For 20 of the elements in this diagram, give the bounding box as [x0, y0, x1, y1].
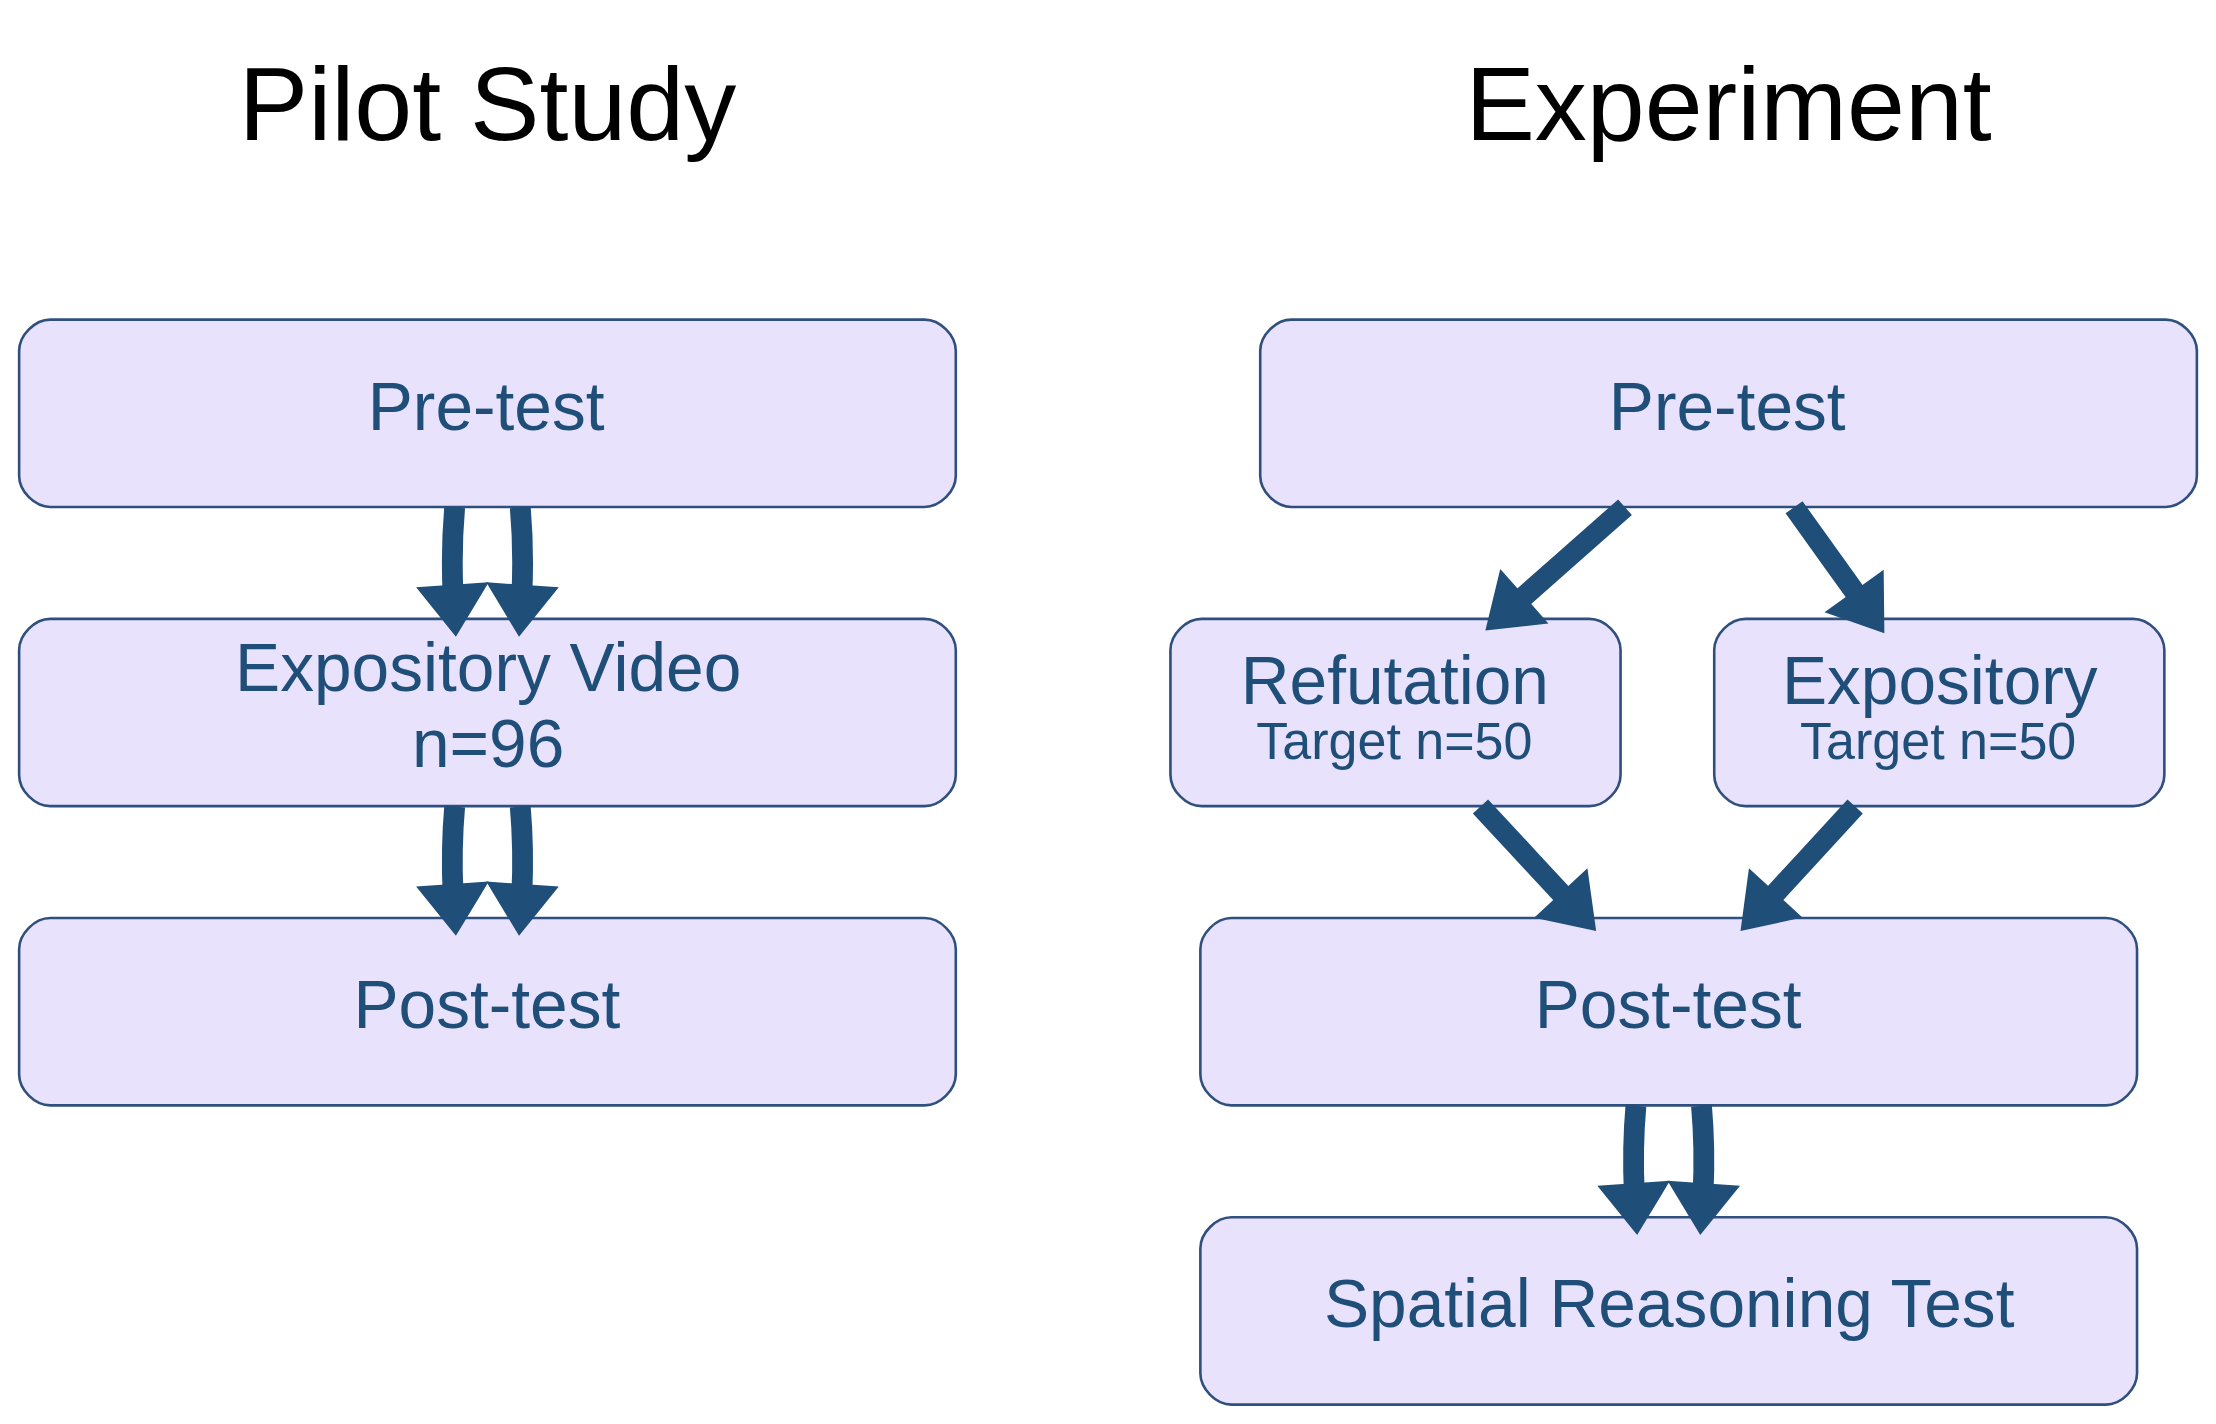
node-box: Expository Target n=50: [1712, 617, 2166, 807]
arrow: [486, 505, 559, 637]
node-box: Refutation Target n=50: [1169, 617, 1622, 807]
node-box: Expository Video n=96: [17, 617, 958, 807]
node-box: Pre-test: [1258, 317, 2199, 508]
label: Pilot Study: [238, 45, 737, 162]
arrow: [1740, 798, 1863, 931]
label: Experiment: [1465, 45, 1992, 162]
arrow: [416, 805, 489, 936]
arrow: [1472, 798, 1597, 931]
arrow: [1667, 1104, 1741, 1235]
arrow: [1785, 500, 1885, 633]
arrow: [416, 505, 489, 637]
node-box: Pre-test: [17, 317, 958, 508]
node-box: Post-test: [17, 916, 958, 1107]
node-box: Spatial Reasoning Test: [1199, 1215, 2139, 1406]
node-box: Post-test: [1199, 916, 2139, 1107]
arrow: [1597, 1104, 1670, 1235]
arrow: [486, 805, 559, 936]
arrow: [1485, 499, 1632, 631]
